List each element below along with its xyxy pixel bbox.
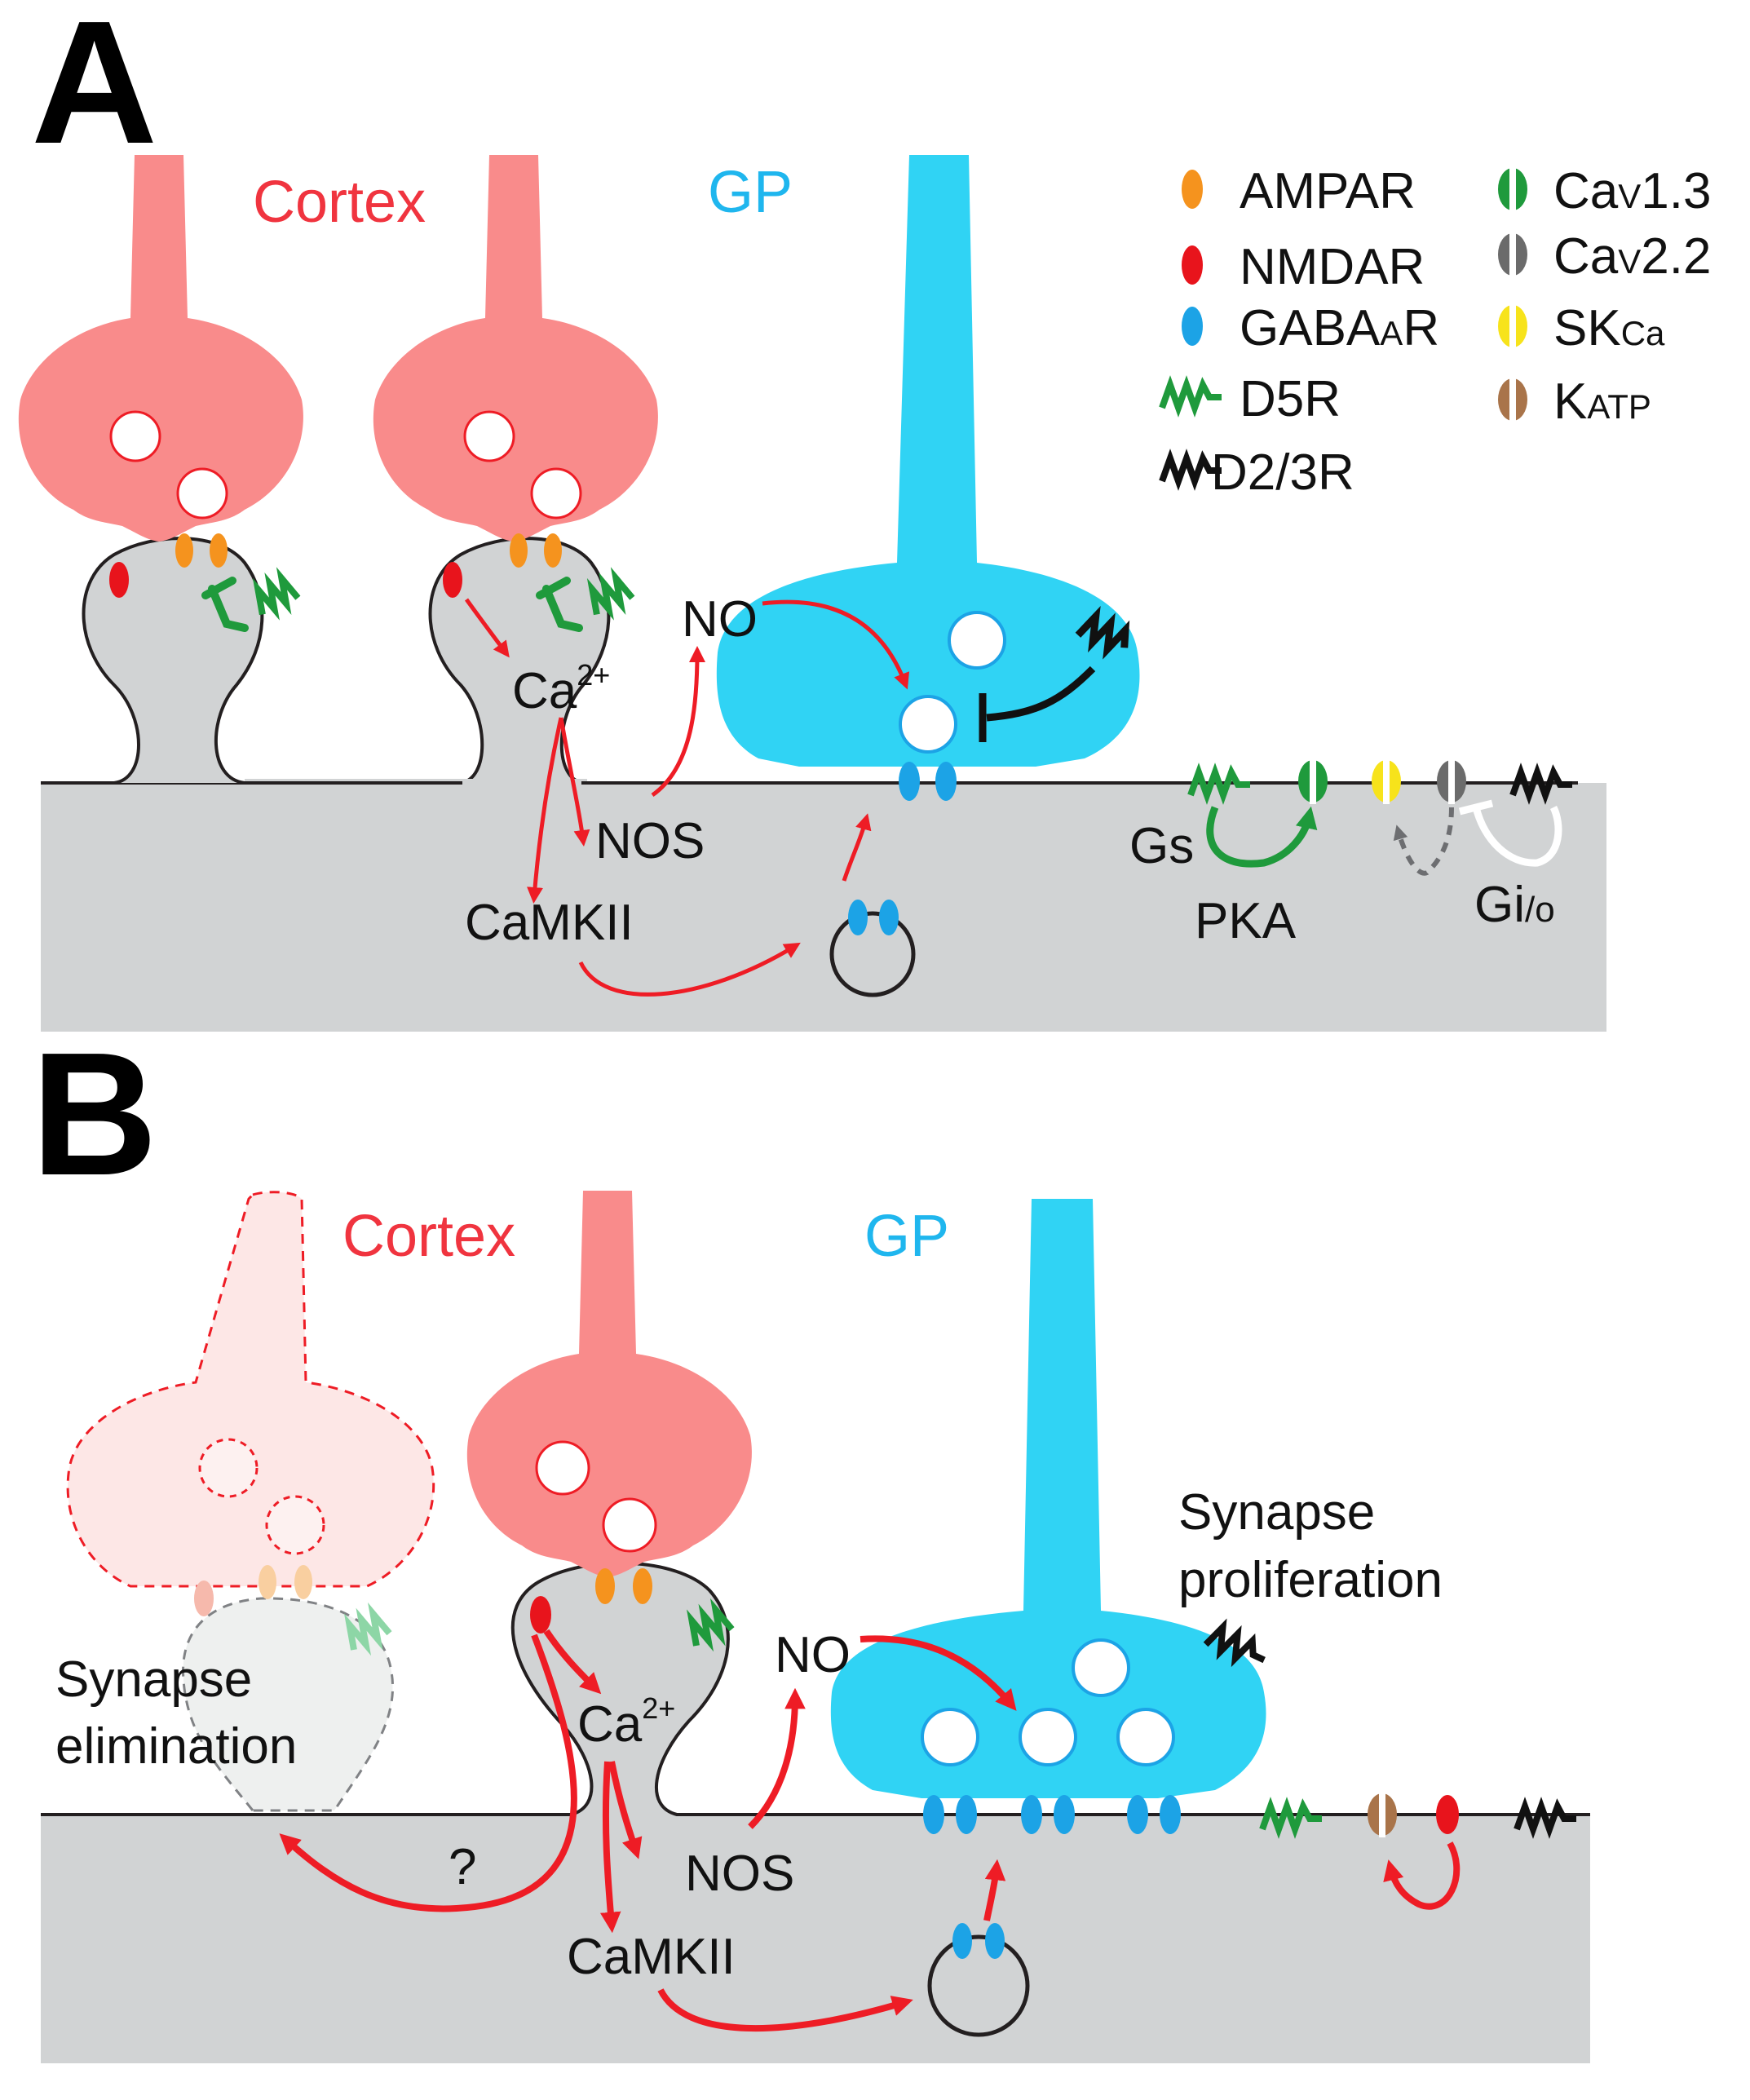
ampar-a1 bbox=[175, 533, 193, 568]
cortex-label-b: Cortex bbox=[342, 1204, 515, 1269]
gabaar-a1 bbox=[899, 762, 920, 801]
proliferation-label-line1: Synapse bbox=[1178, 1484, 1375, 1541]
legend-gabaa-label: GABAAR bbox=[1240, 300, 1439, 356]
cortex-terminal-1 bbox=[18, 155, 303, 542]
panel-b-letter: B bbox=[31, 1015, 157, 1212]
gabaar-b3 bbox=[1021, 1795, 1042, 1834]
signaling-arrows-b bbox=[279, 1629, 1461, 2032]
legend-ampar-label: AMPAR bbox=[1240, 163, 1416, 219]
cortex-terminal-b bbox=[466, 1191, 752, 1577]
gp-label-b: GP bbox=[864, 1204, 949, 1269]
gs-label-a: Gs bbox=[1129, 818, 1194, 874]
gabaar-b4 bbox=[1054, 1795, 1075, 1834]
legend-gabaa-swatch bbox=[1182, 307, 1203, 346]
no-label-a: NO bbox=[682, 591, 758, 648]
dendritic-spine-1 bbox=[41, 537, 264, 785]
panel-b: B Synapse elimination Cortex GP bbox=[31, 1015, 1590, 2063]
d5r-membrane-a bbox=[1187, 763, 1250, 805]
d23r-membrane-a bbox=[1509, 763, 1572, 805]
question-mark: ? bbox=[449, 1839, 476, 1895]
proliferation-label-line2: proliferation bbox=[1178, 1552, 1443, 1608]
ca-label-a: Ca2+ bbox=[512, 658, 610, 719]
legend-katp-swatch bbox=[1498, 377, 1527, 422]
legend-katp-label: KATP bbox=[1553, 374, 1651, 430]
gabaar-a2 bbox=[935, 762, 957, 801]
legend-cav22-label: CaV2.2 bbox=[1553, 228, 1711, 285]
d23r-membrane-b bbox=[1514, 1797, 1576, 1839]
cortex-label-a: Cortex bbox=[253, 170, 426, 235]
gabaar-b6 bbox=[1160, 1795, 1181, 1834]
gp-terminal-a bbox=[716, 155, 1140, 767]
gio-label-a: Gi/o bbox=[1474, 877, 1555, 933]
legend-cav22-swatch bbox=[1498, 232, 1527, 277]
nos-label-b: NOS bbox=[685, 1846, 794, 1902]
vesicle-b bbox=[927, 1934, 1030, 2037]
ampar-b2 bbox=[633, 1568, 652, 1604]
ampar-b1 bbox=[595, 1568, 615, 1604]
legend-cav13-swatch bbox=[1498, 166, 1527, 212]
vesicle-a bbox=[829, 911, 916, 997]
camkii-label-a: CaMKII bbox=[465, 895, 634, 951]
panel-a-letter: A bbox=[31, 0, 157, 180]
legend-nmdar-label: NMDAR bbox=[1240, 239, 1425, 295]
legend-d23r-swatch bbox=[1159, 449, 1222, 491]
gabaar-b2 bbox=[956, 1795, 977, 1834]
skca-membrane-a bbox=[1372, 758, 1401, 804]
no-label-b: NO bbox=[775, 1627, 851, 1683]
gabaar-b5 bbox=[1127, 1795, 1148, 1834]
legend-ampar-swatch bbox=[1182, 170, 1203, 209]
nmdar-membrane-b bbox=[1436, 1795, 1459, 1834]
signaling-arrows-a bbox=[464, 598, 910, 997]
eliminated-cortex-terminal bbox=[66, 1191, 435, 1588]
legend: AMPAR NMDAR GABAAR D5R D2/3R CaV1.3 CaV2… bbox=[1159, 163, 1711, 501]
cav13-membrane-a bbox=[1298, 758, 1328, 804]
panel-a-tissue bbox=[41, 783, 1606, 1032]
nmdar-b bbox=[530, 1596, 551, 1634]
legend-d5r-swatch bbox=[1159, 375, 1222, 418]
ca-label-b: Ca2+ bbox=[577, 1691, 675, 1753]
dendritic-spine-2 bbox=[245, 537, 611, 785]
nmdar-a2 bbox=[443, 562, 462, 598]
nmdar-a1 bbox=[109, 562, 129, 598]
ampar-a4 bbox=[544, 533, 562, 568]
legend-skca-label: SKCa bbox=[1553, 300, 1665, 356]
camkii-label-b: CaMKII bbox=[567, 1929, 736, 1985]
panel-a: A Cortex GP bbox=[18, 0, 1606, 1032]
gabaar-b1 bbox=[923, 1795, 944, 1834]
legend-cav13-label: CaV1.3 bbox=[1553, 163, 1711, 219]
elimination-label-line2: elimination bbox=[55, 1718, 297, 1775]
cortex-terminal-2 bbox=[373, 155, 658, 542]
cav22-membrane-a bbox=[1437, 758, 1466, 804]
legend-nmdar-swatch bbox=[1182, 245, 1203, 285]
ampar-a2 bbox=[210, 533, 228, 568]
ampar-a3 bbox=[510, 533, 528, 568]
katp-membrane-b bbox=[1368, 1792, 1397, 1837]
legend-d5r-label: D5R bbox=[1240, 371, 1341, 427]
d5r-membrane-b bbox=[1259, 1797, 1322, 1839]
d23r-gp-b bbox=[1203, 1618, 1266, 1668]
legend-skca-swatch bbox=[1498, 303, 1527, 349]
gp-label-a: GP bbox=[708, 160, 793, 225]
legend-d23r-label: D2/3R bbox=[1211, 444, 1354, 501]
nos-label-a: NOS bbox=[595, 813, 705, 869]
pka-label-a: PKA bbox=[1195, 893, 1297, 949]
eliminated-spine bbox=[182, 1597, 394, 1812]
elimination-label-line1: Synapse bbox=[55, 1651, 252, 1708]
